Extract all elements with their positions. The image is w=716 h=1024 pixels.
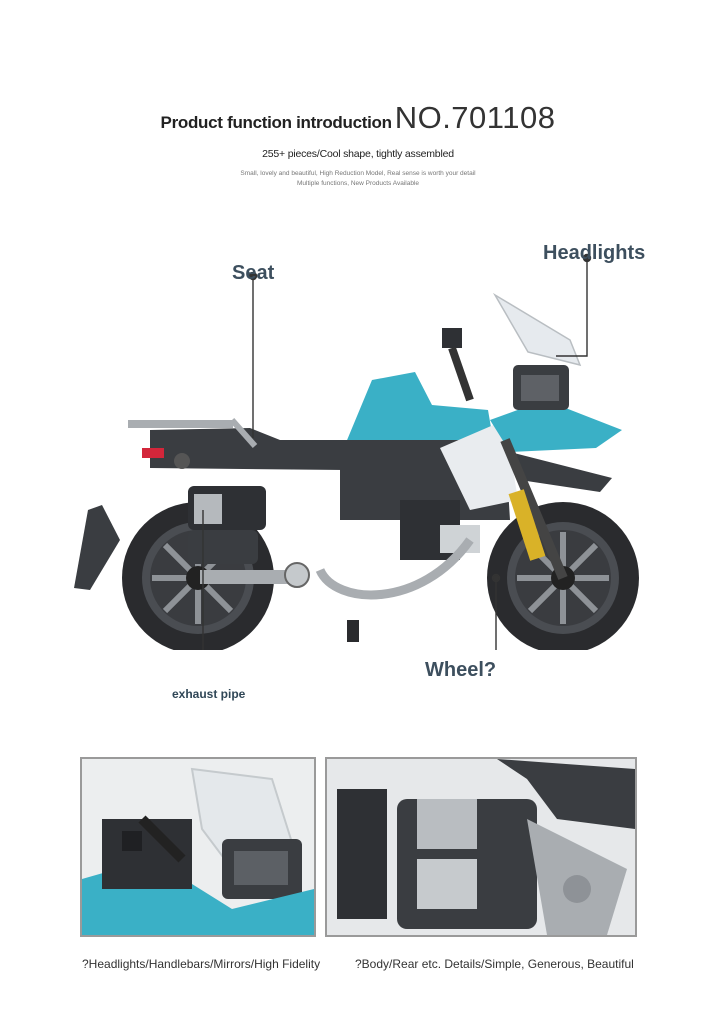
description-line-1: Small, lovely and beautiful, High Reduct… — [240, 170, 476, 177]
callout-leaders — [202, 253, 592, 650]
exhaust — [188, 486, 474, 600]
headlight-assembly — [442, 292, 582, 410]
front-fork — [500, 438, 568, 580]
body-detail-image — [327, 759, 635, 935]
body — [340, 372, 622, 560]
detail-thumb-headlights — [80, 757, 316, 937]
motorcycle-illustration — [74, 253, 639, 650]
callout-headlights: Headlights — [543, 242, 646, 264]
rear-flap — [74, 505, 120, 590]
subtitle: 255+ pieces/Cool shape, tightly assemble… — [262, 148, 454, 160]
description: Small, lovely and beautiful, High Reduct… — [0, 169, 716, 189]
model-number: NO.701108 — [394, 100, 556, 135]
caption-headlights: ?Headlights/Handlebars/Mirrors/High Fide… — [82, 957, 321, 971]
title-row: Product function introductionNO.701108 — [0, 100, 716, 136]
caption-body: ?Body/Rear etc. Details/Simple, Generous… — [355, 957, 634, 971]
callout-wheel: Wheel? — [425, 659, 497, 681]
callout-seat: Seat — [232, 262, 275, 284]
callout-exhaust-pipe: exhaust pipe — [172, 687, 246, 701]
detail-thumb-body — [325, 757, 637, 937]
seat — [128, 418, 345, 470]
headlights-detail-image — [82, 759, 314, 935]
kickstand — [347, 620, 359, 642]
page-title: Product function introduction — [160, 113, 392, 132]
description-line-2: Multiple functions, New Products Availab… — [297, 180, 419, 187]
